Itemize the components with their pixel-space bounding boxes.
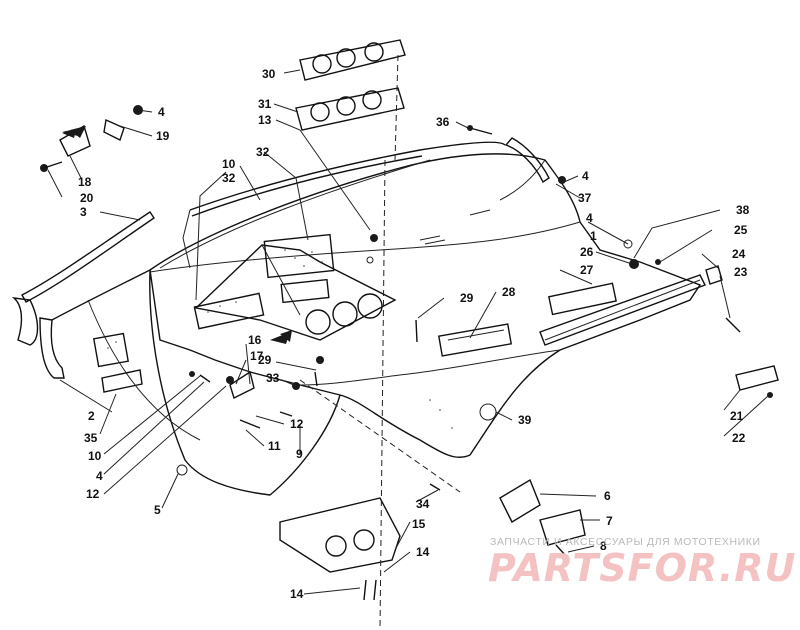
callout-36: 36 xyxy=(436,115,450,129)
callout-3: 3 xyxy=(80,205,87,219)
callout-24: 24 xyxy=(732,247,746,261)
callout-4-top: 4 xyxy=(158,105,165,119)
arrows xyxy=(70,126,292,342)
callout-28: 28 xyxy=(502,285,516,299)
callout-17: 17 xyxy=(250,349,264,363)
bottom-pan xyxy=(279,497,401,573)
hood-louvers xyxy=(419,209,491,245)
callout-16: 16 xyxy=(248,333,262,347)
texture-specks xyxy=(107,249,453,429)
hood-rim-trim xyxy=(182,141,506,269)
callout-20: 20 xyxy=(80,191,94,205)
callout-11: 11 xyxy=(268,439,281,453)
callout-19: 19 xyxy=(156,129,170,143)
callout-1: 1 xyxy=(590,229,597,243)
tail-light xyxy=(735,365,779,391)
callout-31: 31 xyxy=(258,97,272,111)
front-bumper xyxy=(39,269,151,379)
callout-10-top: 10 xyxy=(222,157,236,171)
callout-9: 9 xyxy=(296,447,303,461)
grab-handle xyxy=(504,137,550,184)
callout-18: 18 xyxy=(78,175,92,189)
callout-4-mid: 4 xyxy=(586,211,593,225)
hood-shell xyxy=(149,153,702,496)
callout-12-left: 12 xyxy=(86,487,100,501)
side-trim-strip xyxy=(11,211,155,346)
callout-25: 25 xyxy=(734,223,748,237)
callout-14-left: 14 xyxy=(290,587,304,601)
callout-27: 27 xyxy=(580,263,594,277)
right-rail xyxy=(539,274,706,346)
callout-12-right: 12 xyxy=(290,417,304,431)
callout-37: 37 xyxy=(578,191,592,205)
callout-8: 8 xyxy=(600,539,607,553)
dashboard-panel xyxy=(193,233,397,341)
callout-6: 6 xyxy=(604,489,611,503)
fasteners xyxy=(40,105,773,601)
callout-32-left: 32 xyxy=(222,171,236,185)
vent-panel xyxy=(437,323,513,357)
callout-4-right: 4 xyxy=(582,169,589,183)
watermark-caption: ЗАПЧАСТИ И АКСЕССУАРЫ ДЛЯ МОТОТЕХНИКИ xyxy=(490,536,761,548)
callout-7: 7 xyxy=(606,514,613,528)
lamp-housing xyxy=(499,478,586,546)
callout-30: 30 xyxy=(262,67,276,81)
gauge-gasket-30 xyxy=(299,39,406,81)
callout-35: 35 xyxy=(84,431,98,445)
gauge-gasket-31 xyxy=(295,87,405,131)
leader-lines xyxy=(47,69,769,595)
callout-26: 26 xyxy=(580,245,594,259)
callout-32-top: 32 xyxy=(256,145,270,159)
callout-34: 34 xyxy=(416,497,430,511)
callout-13: 13 xyxy=(258,113,272,127)
callout-2: 2 xyxy=(88,409,95,423)
callout-33: 33 xyxy=(266,371,280,385)
callout-29-left: 29 xyxy=(258,353,272,367)
side-strip xyxy=(547,282,617,316)
callout-29-right: 29 xyxy=(460,291,474,305)
callout-39: 39 xyxy=(518,413,532,427)
callout-38: 38 xyxy=(736,203,750,217)
projection-lines xyxy=(299,54,461,630)
callout-4-bottom: 4 xyxy=(96,469,103,483)
callout-21: 21 xyxy=(730,409,744,423)
callout-numbers: 30 31 13 4 19 18 20 3 32 10 32 36 4 37 3… xyxy=(78,67,750,601)
callout-23: 23 xyxy=(734,265,748,279)
callout-10-bottom: 10 xyxy=(88,449,102,463)
watermark-logo: PARTSFOR.RU xyxy=(488,546,797,590)
callout-15: 15 xyxy=(412,517,426,531)
nose-panel xyxy=(87,299,201,441)
callout-22: 22 xyxy=(732,431,746,445)
callout-5: 5 xyxy=(154,503,161,517)
callout-14-right: 14 xyxy=(416,545,430,559)
